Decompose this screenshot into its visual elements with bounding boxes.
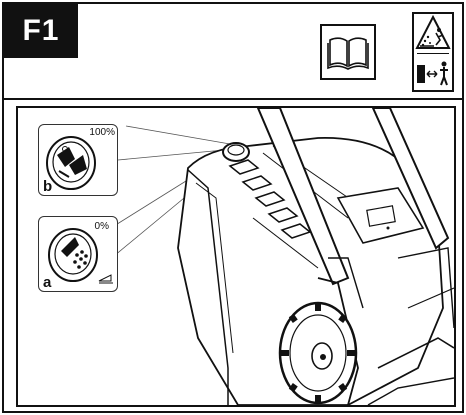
open-book-icon: [327, 37, 369, 70]
knob-max-detail: [46, 136, 96, 190]
lawnmower-drawing: [113, 108, 454, 405]
inset-a-height-min: 0% a: [38, 216, 118, 292]
percent-max-label: 100%: [89, 127, 115, 138]
inset-a-label: a: [43, 274, 52, 291]
safety-icons: [320, 12, 454, 92]
illustration-panel: 100% b 0% a: [16, 106, 456, 407]
warning-box: [412, 12, 454, 92]
inset-b-height-max: 100% b: [38, 124, 118, 196]
keep-distance-icon: [417, 61, 448, 86]
inset-b-label: b: [43, 178, 53, 195]
figure-id-badge: F1: [4, 4, 78, 58]
knob-min-detail: [48, 228, 113, 284]
thrown-objects-warning-icon: [415, 14, 451, 49]
read-manual-box: [320, 24, 376, 80]
warning-divider: [417, 53, 449, 54]
percent-min-label: 0%: [94, 221, 109, 232]
figure-header: F1: [4, 4, 462, 100]
